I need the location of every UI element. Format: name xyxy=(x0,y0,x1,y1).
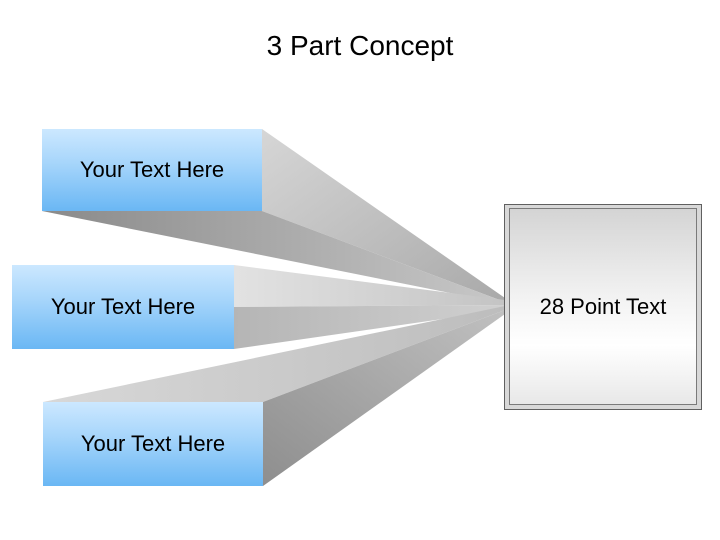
connector-middle-lower xyxy=(234,305,505,349)
connector-top-face xyxy=(262,129,505,302)
connector-bottom-upper xyxy=(43,306,505,402)
concept-box-2-label: Your Text Here xyxy=(50,294,196,319)
connector-bottom-side xyxy=(263,310,505,486)
result-box: 28 Point Text xyxy=(504,204,702,410)
concept-box-1: Your Text Here xyxy=(42,129,262,211)
connector-middle-upper xyxy=(234,265,505,307)
concept-box-3: Your Text Here xyxy=(43,402,263,486)
result-box-inner: 28 Point Text xyxy=(509,208,697,405)
slide-title: 3 Part Concept xyxy=(266,30,454,61)
concept-box-3-label: Your Text Here xyxy=(80,431,226,456)
result-box-label: 28 Point Text xyxy=(539,293,667,319)
connector-top-under xyxy=(42,211,505,304)
concept-box-2: Your Text Here xyxy=(12,265,234,349)
concept-box-1-label: Your Text Here xyxy=(79,157,225,182)
